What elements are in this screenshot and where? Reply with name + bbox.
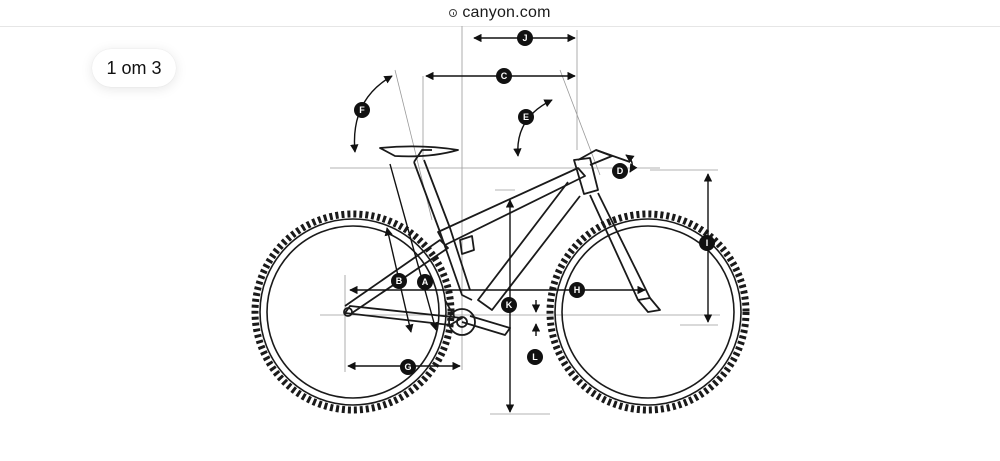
- svg-text:I: I: [706, 238, 709, 248]
- badge-h: H: [569, 282, 585, 298]
- badge-c: C: [496, 68, 512, 84]
- badge-l: L: [527, 349, 543, 365]
- svg-text:G: G: [404, 362, 411, 372]
- svg-text:L: L: [532, 352, 538, 362]
- dim-e: [513, 99, 553, 157]
- badge-k: K: [501, 297, 517, 313]
- svg-text:B: B: [396, 276, 403, 286]
- badge-d: D: [612, 163, 628, 179]
- dim-a: [389, 163, 439, 331]
- badge-e: E: [518, 109, 534, 125]
- badge-f: F: [354, 102, 370, 118]
- svg-text:K: K: [506, 300, 513, 310]
- badge-b: B: [391, 273, 407, 289]
- image-counter: 1 om 3: [92, 49, 176, 87]
- front-wheel: [546, 210, 750, 414]
- svg-text:D: D: [617, 166, 624, 176]
- browser-address-bar[interactable]: canyon.com: [0, 0, 1000, 27]
- svg-text:H: H: [574, 285, 581, 295]
- badge-j: J: [517, 30, 533, 46]
- info-icon[interactable]: [449, 9, 458, 17]
- svg-text:E: E: [523, 112, 529, 122]
- svg-text:F: F: [359, 105, 365, 115]
- svg-text:J: J: [522, 33, 527, 43]
- badge-i: I: [699, 235, 715, 251]
- bike-geometry-diagram: J C F E D I B A H K L G: [251, 26, 750, 415]
- url-display[interactable]: canyon.com: [449, 4, 550, 22]
- badge-g: G: [400, 359, 416, 375]
- url-text: canyon.com: [462, 4, 551, 21]
- dim-d: [625, 154, 638, 173]
- svg-text:C: C: [501, 71, 508, 81]
- badge-a: A: [417, 274, 433, 290]
- bike-frame: [343, 145, 661, 336]
- svg-text:A: A: [422, 277, 429, 287]
